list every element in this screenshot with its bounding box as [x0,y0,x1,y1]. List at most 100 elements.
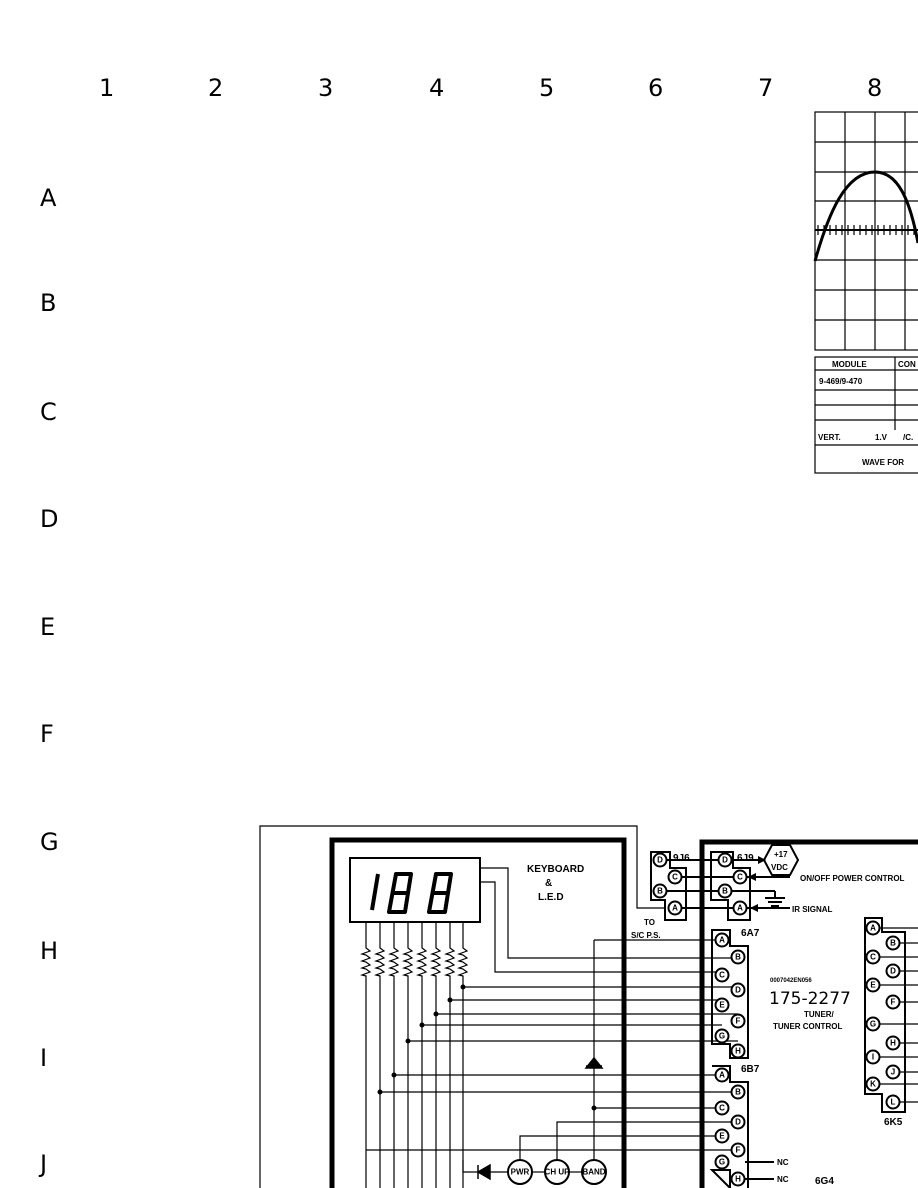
connector-label: 9J6 [673,853,690,864]
connector-6j9: 6J9 [710,851,754,921]
pin-label: G [719,1032,725,1041]
connector-pin: D [717,852,733,868]
pin-label: B [735,1088,741,1097]
row-label: B [40,289,56,317]
pin-label: A [719,936,725,945]
table-title: WAVE FOR [862,458,904,467]
pin-label: F [736,1017,741,1026]
keyboard-title-led: L.E.D [538,892,564,903]
connector-6b7: 6B7 [709,1064,760,1188]
connector-6a7: 6A7 [711,928,760,1059]
pin-label: D [735,986,741,995]
connector-9j6: 9J6 [650,851,690,921]
wire [480,867,738,959]
pin-label: D [657,856,663,865]
vert-label: VERT. [818,433,841,442]
nc-label: NC [777,1158,789,1167]
button-ch-up[interactable]: CH UP [544,1159,571,1185]
resistor-icon [401,922,414,1188]
connector-pin: J [885,1064,901,1080]
diode-icon [584,1056,604,1069]
pin-label: B [735,953,741,962]
row-label: I [40,1044,47,1072]
connector-pin: A [714,1067,730,1083]
connector-pin: L [885,1094,901,1110]
row-label: F [40,720,54,748]
connector-pin: A [714,932,730,948]
vert-value: 1.V [875,433,888,442]
tuner-module-border [699,839,918,1188]
svg-text:PWR: PWR [511,1168,530,1177]
column-label: 2 [208,74,223,102]
seven-segment-digits [370,872,453,914]
column-label: 5 [539,74,554,102]
connector-pin: B [885,935,901,951]
table-header-con: CON [898,360,916,369]
row-label: H [40,937,58,965]
resistor-icon [443,922,456,1188]
junction-dot [419,1022,425,1028]
waveform-graticule [813,111,918,351]
pin-label: F [736,1146,741,1155]
connector-pin: D [652,852,668,868]
keyboard-wiring [366,867,918,1173]
pin-label: K [870,1080,876,1089]
button-pwr[interactable]: PWR [507,1159,533,1185]
pin-label: H [890,1039,896,1048]
pin-label: C [870,953,876,962]
connector-pin: B [717,883,733,899]
connector-pin: F [885,994,901,1010]
pin-label: B [722,887,728,896]
connector-pin: G [865,1016,881,1032]
tuner-name: TUNER CONTROL [773,1022,842,1031]
connector-pin: E [714,1128,730,1144]
connector-pin: A [667,900,683,916]
connector-6g4-label: 6G4 [815,1176,834,1187]
connector-pin: E [865,977,881,993]
connector-pin: B [652,883,668,899]
connector-pin: D [730,982,746,998]
connector-pin: C [714,1100,730,1116]
button-band[interactable]: BAND [581,1159,607,1185]
resistor-bank [359,922,469,1188]
ground-icon [765,897,785,907]
row-labels: A B C D E F G H I J [38,184,59,1178]
connector-pin: E [714,997,730,1013]
row-label: A [40,184,57,212]
junction-dot [391,1072,397,1078]
connector-pin: I [865,1049,881,1065]
connector-6k5: 6K5 [864,917,906,1128]
column-label: 7 [758,74,773,102]
to-sc-label: TO [644,918,655,927]
power-control-label: ON/OFF POWER CONTROL [800,874,905,883]
tuner-name: TUNER/ [804,1010,835,1019]
keyboard-title-amp: & [545,878,552,889]
pin-label: D [722,856,728,865]
waveform-table: MODULE CON 9-469/9-470 VERT. 1.V /C. WAV… [814,356,918,474]
connector-label: 6B7 [741,1064,760,1075]
connector-pin: G [714,1154,730,1170]
column-labels: 1 2 3 4 5 6 7 8 [99,74,882,102]
pin-label: D [735,1118,741,1127]
connector-pin: C [732,869,748,885]
diode-icon [476,1163,491,1181]
svg-text:CH UP: CH UP [545,1168,571,1177]
junction-dot [447,997,453,1003]
pin-label: H [735,1175,741,1184]
connector-pin: B [730,949,746,965]
connector-pin: A [865,920,881,936]
connector-pin: H [885,1035,901,1051]
pin-label: B [890,939,896,948]
wire [480,881,722,973]
nc-label: NC [777,1175,789,1184]
keyboard-module: KEYBOARD & L.E.D PWR CH UP BAND [329,837,918,1188]
wire [259,825,665,1188]
pin-label: F [891,998,896,1007]
column-label: 6 [648,74,663,102]
table-header-module: MODULE [832,360,867,369]
column-label: 1 [99,74,114,102]
connector-pin: F [730,1142,746,1158]
pin-label: E [719,1132,725,1141]
column-label: 4 [429,74,444,102]
